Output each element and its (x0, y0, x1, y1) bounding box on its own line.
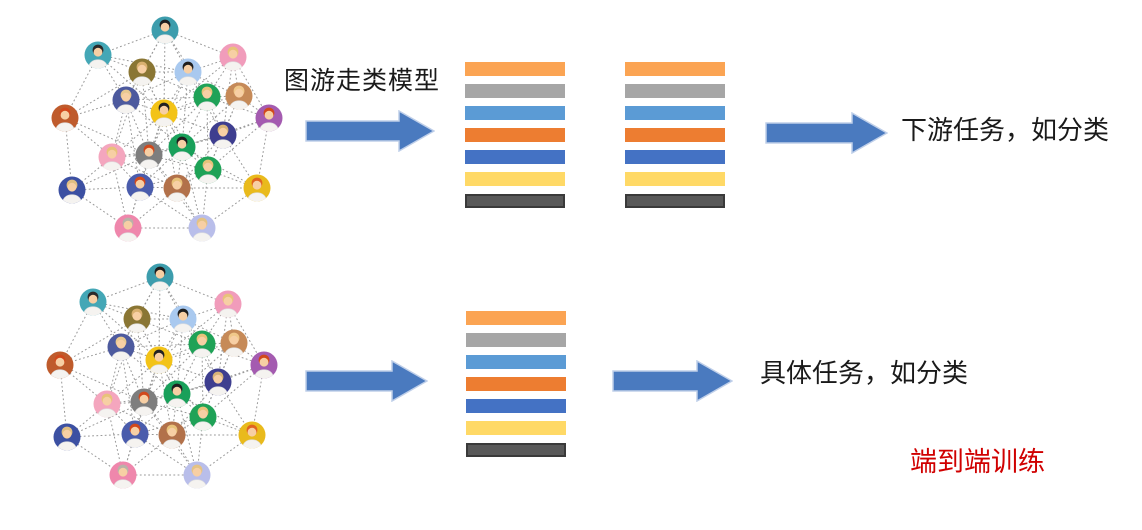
embedding-bar-yellow (625, 172, 725, 186)
embedding-bar-dark-gray (465, 194, 565, 208)
social-network-graph-top (51, 16, 283, 242)
person-avatar-node (107, 333, 135, 361)
person-avatar-node (126, 173, 154, 201)
downstream-task-label: 下游任务，如分类 (901, 115, 1110, 145)
person-avatar-node (255, 104, 283, 132)
embedding-bar-orange (625, 62, 725, 76)
person-avatar-node (46, 351, 74, 379)
person-avatar-node (84, 41, 112, 69)
embedding-stack-1 (465, 62, 565, 208)
end-to-end-training-label: 端到端训练 (910, 447, 1045, 477)
person-avatar-node (112, 86, 140, 114)
person-avatar-node (243, 174, 271, 202)
embedding-bar-blue (466, 399, 566, 413)
embedding-bar-dark-gray (466, 443, 566, 457)
person-avatar-node (158, 421, 186, 449)
person-avatar-node (109, 461, 137, 489)
person-avatar-node (51, 104, 79, 132)
embedding-bar-dark-orange (625, 128, 725, 142)
embedding-bar-gray (466, 333, 566, 347)
embedding-bar-light-blue (465, 106, 565, 120)
person-avatar-node (146, 263, 174, 291)
person-avatar-node (98, 143, 126, 171)
person-avatar-node (250, 351, 278, 379)
person-avatar-node (128, 58, 156, 86)
embedding-bar-blue (625, 150, 725, 164)
person-avatar-node (130, 388, 158, 416)
embedding-bar-gray (625, 84, 725, 98)
person-avatar-node (189, 403, 217, 431)
person-avatar-node (93, 390, 121, 418)
person-avatar-node (121, 420, 149, 448)
embedding-stack-single (466, 311, 566, 457)
person-avatar-node (238, 421, 266, 449)
person-avatar-node (214, 290, 242, 318)
person-avatar-node (135, 141, 163, 169)
person-avatar-node (194, 156, 222, 184)
embedding-bar-dark-orange (466, 377, 566, 391)
person-avatar-node (225, 82, 253, 110)
person-avatar-node (209, 121, 237, 149)
embedding-bar-light-blue (625, 106, 725, 120)
person-avatar-node (188, 214, 216, 242)
specific-task-label: 具体任务，如分类 (760, 358, 969, 388)
person-avatar-node (193, 83, 221, 111)
person-avatar-node (114, 214, 142, 242)
person-avatar-node (204, 368, 232, 396)
embedding-bar-dark-orange (465, 128, 565, 142)
person-avatar-node (183, 461, 211, 489)
embedding-bar-orange (466, 311, 566, 325)
person-avatar-node (169, 305, 197, 333)
embedding-bar-gray (465, 84, 565, 98)
embedding-bar-blue (465, 150, 565, 164)
right-arrow-icon (305, 110, 435, 152)
person-avatar-node (174, 58, 202, 86)
person-avatar-node (151, 16, 179, 44)
right-arrow-icon (612, 360, 733, 402)
embedding-bar-yellow (466, 421, 566, 435)
embedding-bar-dark-gray (625, 194, 725, 208)
model-type-label: 图游走类模型 (284, 67, 441, 95)
embedding-bar-light-blue (466, 355, 566, 369)
person-avatar-node (79, 288, 107, 316)
person-avatar-node (219, 43, 247, 71)
right-arrow-icon (305, 360, 428, 402)
right-arrow-icon (765, 112, 888, 154)
person-avatar-node (145, 346, 173, 374)
person-avatar-node (163, 380, 191, 408)
person-avatar-node (53, 423, 81, 451)
person-avatar-node (150, 99, 178, 127)
embedding-bar-yellow (465, 172, 565, 186)
person-avatar-node (123, 305, 151, 333)
person-avatar-node (58, 176, 86, 204)
person-avatar-node (188, 330, 216, 358)
social-network-graph-bottom (46, 263, 278, 489)
embedding-stack-2 (625, 62, 725, 208)
person-avatar-node (220, 329, 248, 357)
person-avatar-node (168, 133, 196, 161)
embedding-bar-orange (465, 62, 565, 76)
person-avatar-node (163, 174, 191, 202)
